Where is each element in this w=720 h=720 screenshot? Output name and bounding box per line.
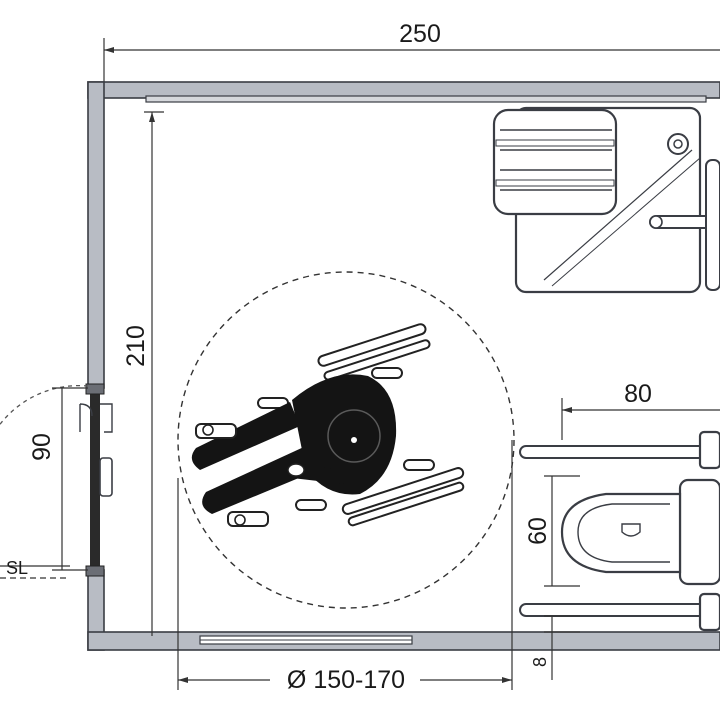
dimension-grab-bar: 80 (561, 380, 720, 440)
wheelchair-user (191, 323, 465, 527)
dimension-wall-offset: 8 (530, 615, 580, 680)
walls (87, 81, 720, 651)
dimension-toilet-depth: 60 (524, 475, 580, 587)
door (0, 383, 113, 577)
dimension-turning-circle: Ø 150-170 (177, 440, 513, 694)
dimension-door: 90 (28, 387, 88, 571)
shower (492, 106, 720, 294)
dim-grab-bar-label: 80 (624, 380, 652, 408)
dim-depth-label: 210 (122, 325, 150, 367)
dim-width-label: 250 (399, 20, 441, 48)
dimension-depth: 210 (122, 111, 164, 636)
dim-door-label: 90 (28, 433, 56, 461)
outside-level-marker: SL (0, 558, 70, 579)
toilet (519, 430, 720, 632)
dim-wall-offset-label: 8 (530, 657, 550, 667)
dim-toilet-depth-label: 60 (524, 517, 552, 545)
dim-turning-circle-label: Ø 150-170 (287, 666, 405, 694)
outside-level-label: SL (6, 558, 28, 578)
dimension-width: 250 (103, 20, 720, 86)
turning-circle (177, 271, 515, 609)
